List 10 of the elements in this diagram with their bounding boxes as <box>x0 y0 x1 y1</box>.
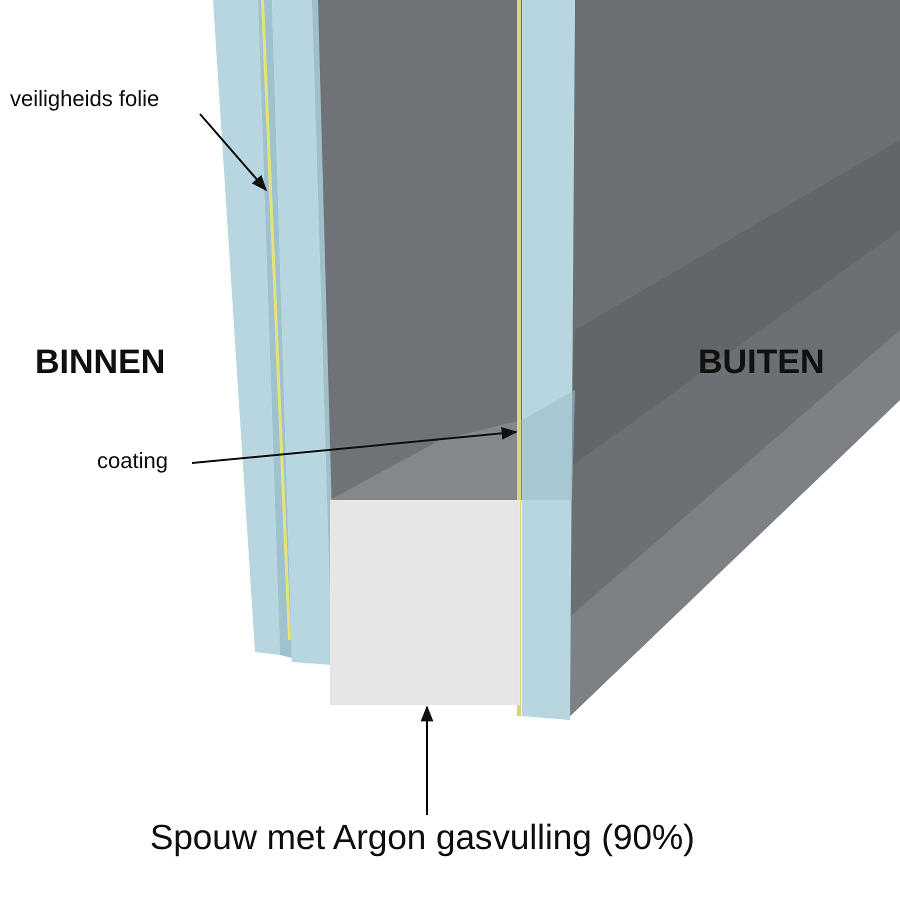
leader-arrow <box>199 113 268 192</box>
leader-arrow <box>192 427 518 464</box>
callout-text: veiligheids folie <box>10 86 160 112</box>
callout-text: coating <box>97 448 168 474</box>
callout-text: Spouw met Argon gasvulling (90%) <box>150 818 695 858</box>
film-layer <box>261 0 291 640</box>
spacer-block <box>330 500 520 705</box>
leader-arrow <box>420 705 434 815</box>
side-label: BINNEN <box>35 343 166 382</box>
side-label: BUITEN <box>698 343 825 382</box>
